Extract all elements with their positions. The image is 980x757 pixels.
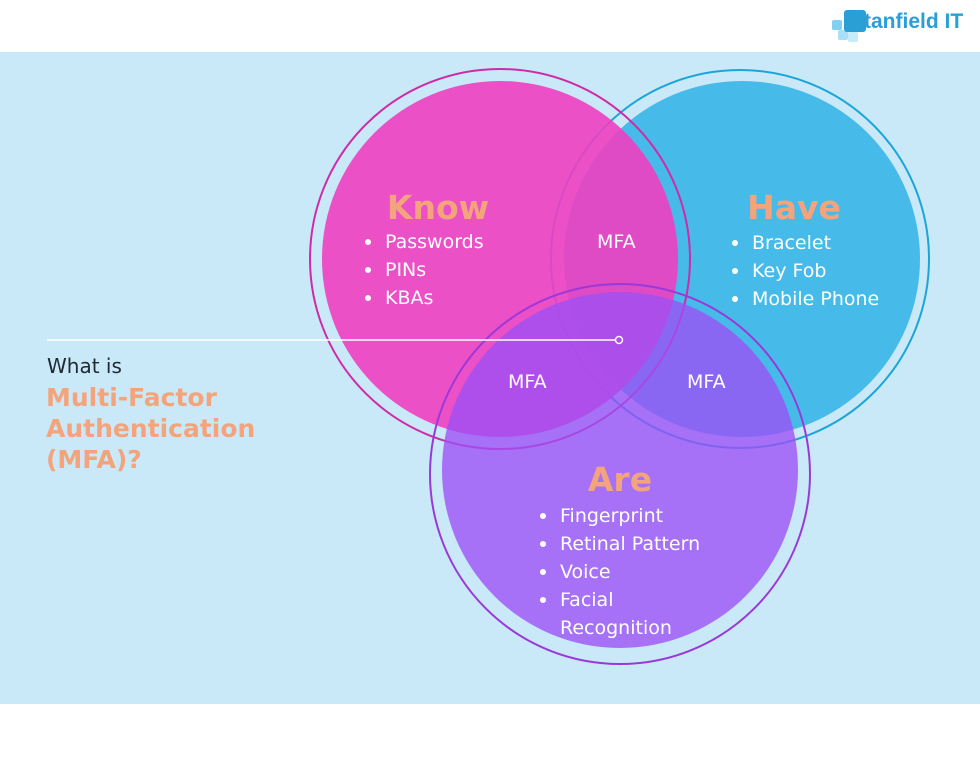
mfa-label-know-are: MFA xyxy=(508,371,547,393)
mfa-label-have-are: MFA xyxy=(687,371,726,393)
list-item: Key Fob xyxy=(727,257,879,285)
are-heading: Are xyxy=(587,460,653,499)
list-item: Bracelet xyxy=(727,229,879,257)
stanfield-logo-icon xyxy=(832,10,866,42)
question-title: Multi-Factor Authentication (MFA)? xyxy=(46,383,256,474)
list-item: KBAs xyxy=(360,284,484,312)
are-circle xyxy=(442,292,798,648)
mfa-label-know-have: MFA xyxy=(597,231,636,253)
list-item: PINs xyxy=(360,256,484,284)
list-item: Passwords xyxy=(360,228,484,256)
know-heading: Know xyxy=(386,188,490,227)
list-item: Fingerprint xyxy=(535,502,735,530)
have-heading: Have xyxy=(747,188,841,227)
list-item: Retinal Pattern xyxy=(535,530,735,558)
know-list: Passwords PINs KBAs xyxy=(360,228,484,312)
have-list: Bracelet Key Fob Mobile Phone xyxy=(727,229,879,313)
pointer-dot xyxy=(614,335,624,345)
brand-name: Stanfield IT xyxy=(850,10,964,33)
are-list: Fingerprint Retinal Pattern Voice Facial… xyxy=(535,502,735,642)
are-circle-ring xyxy=(429,283,811,665)
list-item: Mobile Phone xyxy=(727,285,879,313)
list-item: Voice xyxy=(535,558,735,586)
list-item: Facial Recognition xyxy=(535,586,700,642)
question-prefix: What is xyxy=(47,354,122,378)
